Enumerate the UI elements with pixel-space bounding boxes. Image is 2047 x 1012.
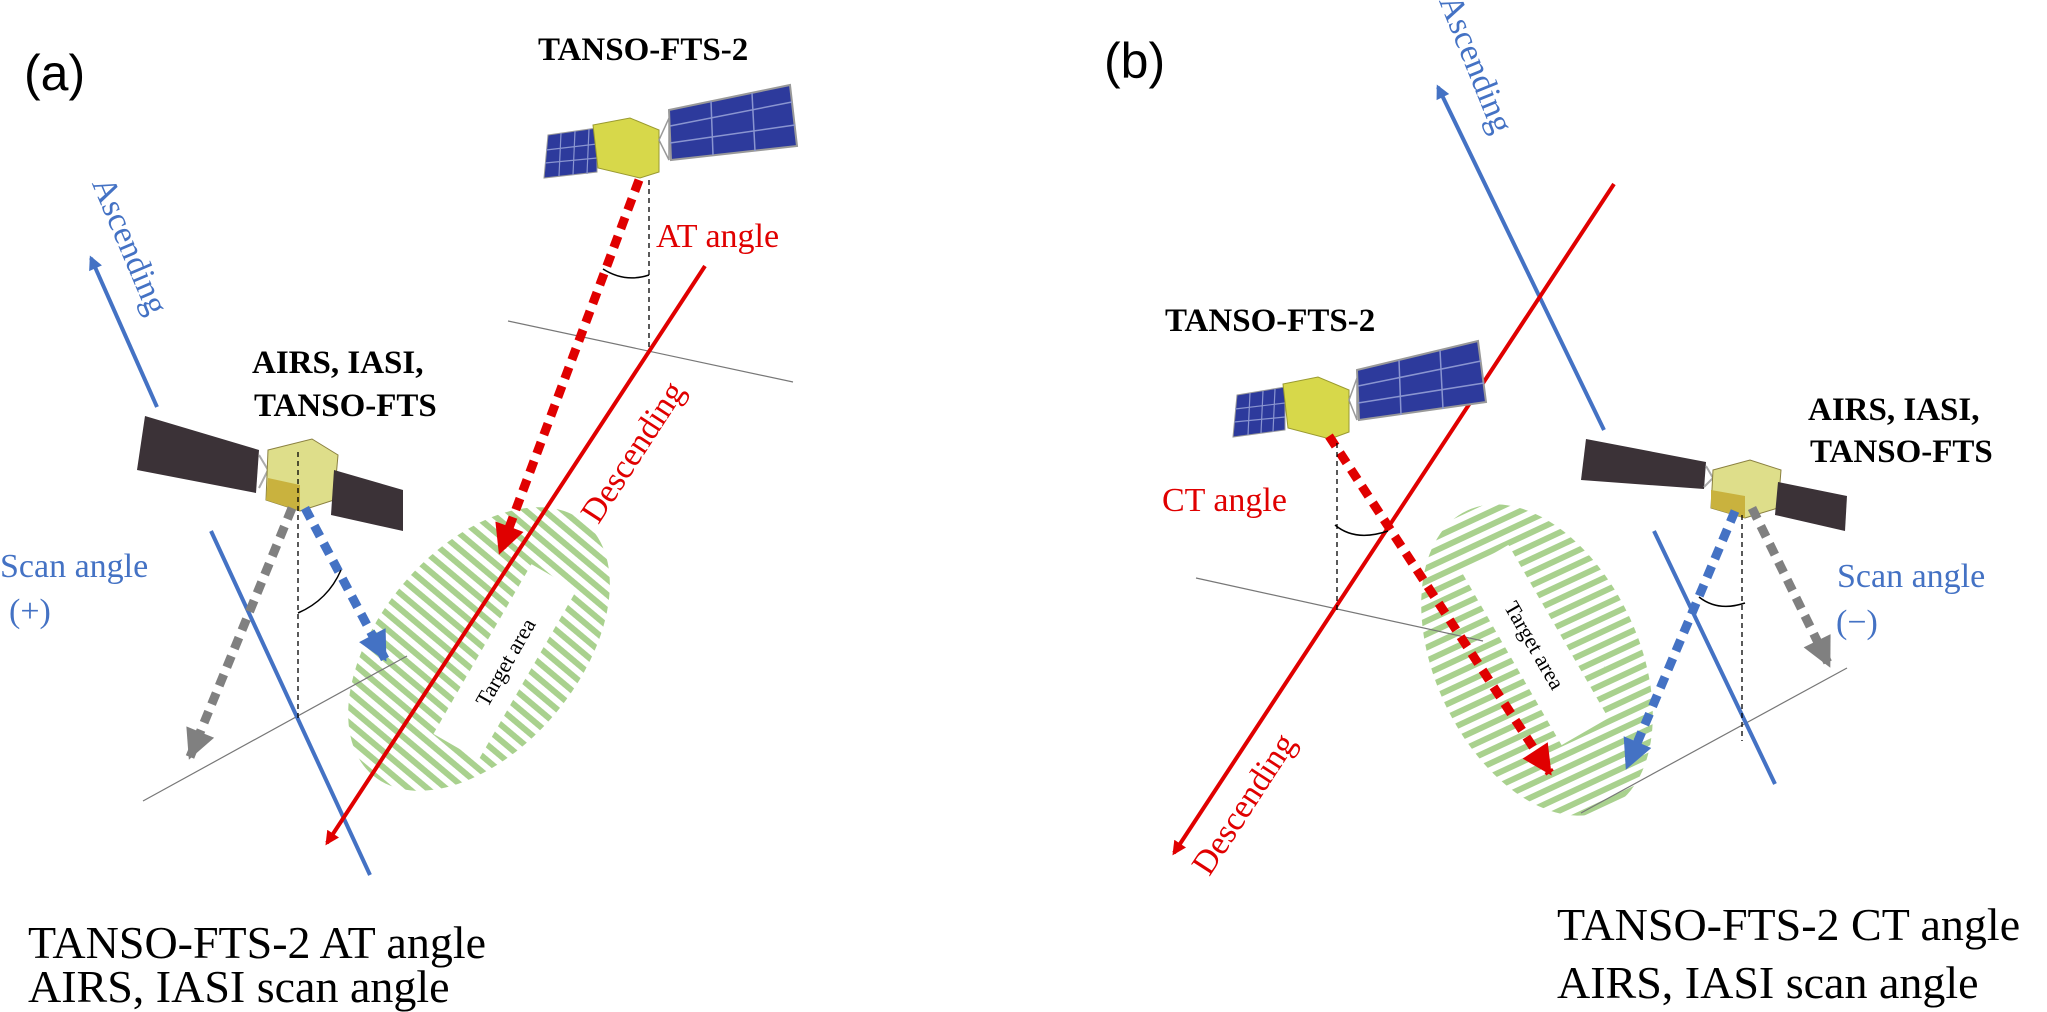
panel-b-label: (b)	[1104, 33, 1165, 89]
ascending-label: Ascending	[84, 172, 175, 320]
airs-iasi-label-line1: AIRS, IASI,	[252, 345, 423, 381]
panel-a: (a) Target area Ascending Descending TAN…	[0, 32, 799, 1012]
caption-line1: TANSO-FTS-2 AT angle	[28, 917, 486, 968]
scan-arrow-blue	[1622, 509, 1740, 770]
ct-angle-label: CT angle	[1162, 482, 1287, 519]
tanso-fts-2-satellite-icon	[1232, 339, 1488, 440]
caption-line1: TANSO-FTS-2 CT angle	[1557, 899, 2020, 950]
ground-line	[1580, 667, 1848, 814]
ascending-arrow	[1436, 84, 1606, 431]
airs-iasi-satellite-icon	[137, 416, 403, 531]
scan-angle-arc	[297, 569, 342, 614]
panel-b: (b) Target area Ascending Descending TAN…	[1104, 0, 2020, 1008]
tanso-fts-2-label: TANSO-FTS-2	[1165, 303, 1375, 339]
caption-line2: AIRS, IASI scan angle	[1557, 957, 1979, 1008]
at-angle-arc	[602, 268, 650, 279]
airs-iasi-satellite-icon	[1581, 439, 1847, 531]
descending-arrow	[1172, 182, 1616, 856]
descending-label: Descending	[1185, 727, 1303, 882]
tanso-fts-2-viewing-arrow	[495, 178, 644, 555]
scan-angle-sign: (+)	[9, 593, 51, 630]
tanso-fts-2-satellite-icon	[543, 83, 799, 179]
scan-arrow-blue	[301, 505, 389, 662]
caption-line2: AIRS, IASI scan angle	[28, 961, 450, 1012]
tanso-fts-2-label: TANSO-FTS-2	[538, 32, 748, 68]
ground-line	[142, 655, 408, 802]
panel-a-label: (a)	[24, 45, 85, 101]
airs-iasi-label-line2: TANSO-FTS	[1810, 434, 1993, 470]
ascending-label: Ascending	[1431, 0, 1520, 138]
scan-angle-arc	[1698, 596, 1746, 608]
ascending-track-line	[1652, 530, 1777, 785]
ascending-arrow	[89, 255, 159, 408]
scan-angle-label: Scan angle	[0, 548, 148, 585]
ct-angle-arc	[1334, 524, 1389, 537]
airs-iasi-label-line2: TANSO-FTS	[254, 388, 437, 424]
airs-iasi-label-line1: AIRS, IASI,	[1808, 392, 1979, 428]
scan-angle-sign: (−)	[1836, 604, 1878, 641]
scan-angle-label: Scan angle	[1837, 558, 1985, 595]
descending-label: Descending	[574, 375, 692, 530]
at-angle-label: AT angle	[656, 218, 779, 255]
tanso-fts-2-viewing-arrow	[1325, 433, 1554, 776]
scan-arrow-gray	[185, 506, 297, 760]
ground-line	[1195, 577, 1484, 642]
scan-arrow-gray	[1747, 506, 1834, 668]
